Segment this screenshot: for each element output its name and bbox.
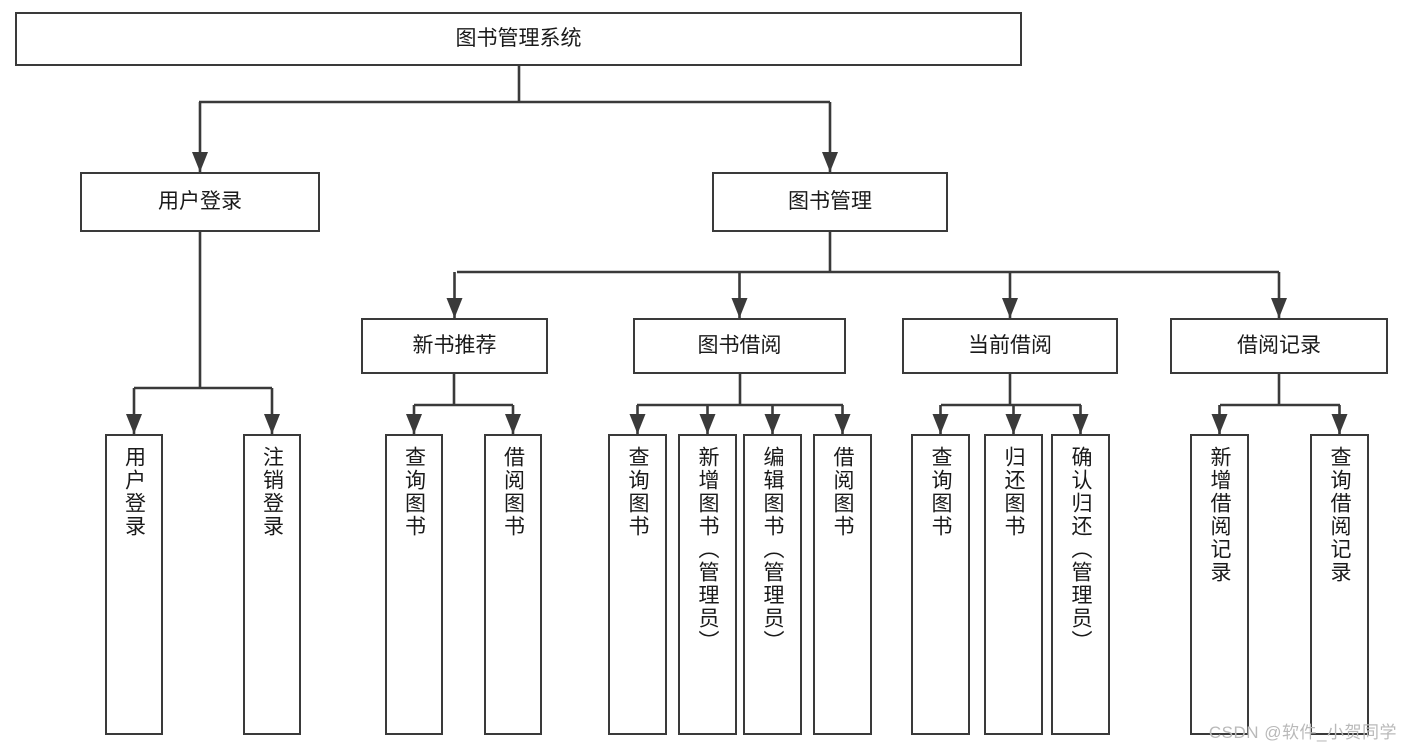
- edge-book-manage-split-arrowhead: [1271, 298, 1287, 318]
- node-label: 查询图书: [626, 446, 649, 538]
- node-label: 用户登录: [158, 189, 242, 213]
- edge-book-borrow-split-arrowhead: [699, 414, 716, 434]
- node-label: 图书管理: [788, 189, 872, 213]
- edge-book-manage-split-arrowhead: [1002, 298, 1018, 318]
- edge-new-book-rec-split-arrowhead: [505, 414, 521, 434]
- node-label: 图书借阅: [697, 333, 782, 357]
- edge-book-manage-split-arrowhead: [446, 298, 463, 318]
- node-label: 编辑图书（管理员）: [761, 446, 784, 653]
- node-label: 归还图书: [1002, 446, 1025, 538]
- node-label: 查询图书: [402, 446, 426, 538]
- node-book-borrow[interactable]: 图书借阅: [633, 318, 846, 374]
- node-leaf-cur-confirm-return[interactable]: 确认归还（管理员）: [1051, 434, 1110, 735]
- node-leaf-borrow-borrow-book[interactable]: 借阅图书: [813, 434, 872, 735]
- node-label: 当前借阅: [968, 333, 1052, 357]
- node-user-login[interactable]: 用户登录: [80, 172, 320, 232]
- edge-root-split-arrowhead: [822, 152, 838, 172]
- node-leaf-rec-query-record[interactable]: 查询借阅记录: [1310, 434, 1369, 735]
- node-label: 图书管理系统: [455, 26, 582, 50]
- edge-current-borrow-split-arrowhead: [1072, 414, 1089, 434]
- node-new-book-rec[interactable]: 新书推荐: [361, 318, 548, 374]
- node-leaf-rec-add-record[interactable]: 新增借阅记录: [1190, 434, 1249, 735]
- node-leaf-rec-borrow-book[interactable]: 借阅图书: [484, 434, 542, 735]
- node-leaf-user-login[interactable]: 用户登录: [105, 434, 163, 735]
- node-leaf-rec-query-book[interactable]: 查询图书: [385, 434, 443, 735]
- node-label: 借阅图书: [831, 446, 854, 538]
- node-label: 注销登录: [260, 446, 284, 538]
- watermark: CSDN @软件_小贺同学: [1208, 723, 1397, 742]
- node-label: 新增图书（管理员）: [696, 446, 719, 653]
- node-leaf-user-logout[interactable]: 注销登录: [243, 434, 301, 735]
- node-label: 新增借阅记录: [1208, 446, 1231, 584]
- edge-book-borrow-split-arrowhead: [629, 414, 646, 434]
- edge-book-borrow-split-arrowhead: [834, 414, 851, 434]
- node-leaf-borrow-edit-book[interactable]: 编辑图书（管理员）: [743, 434, 802, 735]
- edge-book-borrow-split-arrowhead: [764, 414, 781, 434]
- node-label: 用户登录: [122, 446, 146, 538]
- edge-borrow-record-split-arrowhead: [1211, 414, 1228, 434]
- node-label: 借阅图书: [501, 446, 525, 538]
- node-current-borrow[interactable]: 当前借阅: [902, 318, 1118, 374]
- node-label: 借阅记录: [1237, 333, 1321, 357]
- edge-user-login-split-arrowhead: [126, 414, 142, 434]
- node-leaf-cur-return-book[interactable]: 归还图书: [984, 434, 1043, 735]
- edge-borrow-record-split-arrowhead: [1331, 414, 1348, 434]
- edge-current-borrow-split-arrowhead: [932, 414, 949, 434]
- node-book-manage[interactable]: 图书管理: [712, 172, 948, 232]
- edge-current-borrow-split-arrowhead: [1005, 414, 1022, 434]
- edge-book-manage-split-arrowhead: [731, 298, 748, 318]
- node-label: 确认归还（管理员）: [1069, 446, 1092, 653]
- node-label: 查询图书: [929, 446, 952, 538]
- edge-new-book-rec-split-arrowhead: [406, 414, 422, 434]
- node-borrow-record[interactable]: 借阅记录: [1170, 318, 1388, 374]
- node-root[interactable]: 图书管理系统: [15, 12, 1022, 66]
- node-leaf-cur-query-book[interactable]: 查询图书: [911, 434, 970, 735]
- node-leaf-borrow-query-book[interactable]: 查询图书: [608, 434, 667, 735]
- edge-root-split-arrowhead: [192, 152, 208, 172]
- node-leaf-borrow-add-book[interactable]: 新增图书（管理员）: [678, 434, 737, 735]
- node-label: 新书推荐: [412, 333, 497, 357]
- edge-user-login-split-arrowhead: [264, 414, 280, 434]
- node-label: 查询借阅记录: [1328, 446, 1351, 584]
